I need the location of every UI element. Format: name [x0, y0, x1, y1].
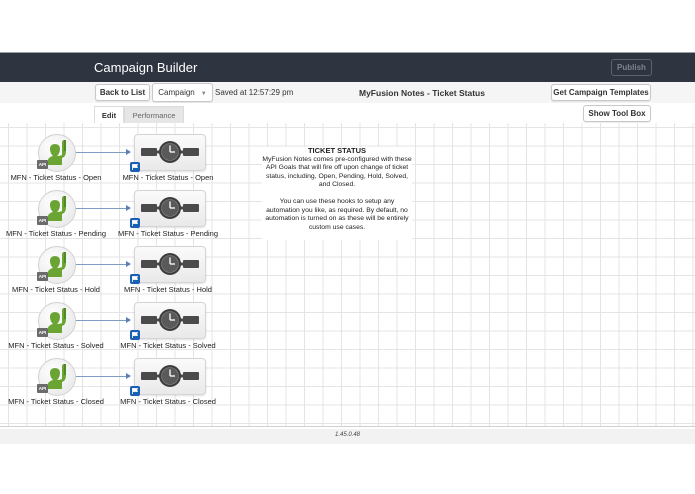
app-title: Campaign Builder — [94, 60, 198, 75]
api-badge: API — [37, 272, 48, 281]
note-paragraph-2: You can use these hooks to setup any aut… — [265, 197, 409, 231]
connector-arrow — [76, 373, 131, 379]
sequence-node[interactable] — [130, 358, 206, 396]
flag-icon — [130, 162, 140, 172]
goal-label: MFN - Ticket Status - Pending — [5, 229, 107, 238]
api-badge: API — [37, 160, 48, 169]
version-number: 1.45.0.48 — [334, 432, 361, 438]
sequence-label: MFN - Ticket Status - Hold — [124, 285, 212, 294]
sequence-node[interactable] — [130, 134, 206, 172]
connector-arrow — [76, 317, 131, 323]
person-raised-hand-icon — [47, 364, 66, 389]
person-raised-hand-icon — [47, 140, 66, 165]
timer-sequence-icon — [141, 309, 199, 331]
show-tool-box-button[interactable]: Show Tool Box — [583, 105, 651, 122]
api-badge: API — [37, 216, 48, 225]
api-goal-node[interactable]: API — [37, 134, 76, 172]
campaign-dropdown[interactable]: Campaign ▼ — [152, 83, 213, 102]
connector-arrow — [76, 261, 131, 267]
flag-icon — [130, 386, 140, 396]
goal-label: MFN - Ticket Status - Closed — [8, 397, 104, 406]
tab-bar: Edit Performance Show Tool Box — [0, 103, 695, 124]
api-badge: API — [37, 328, 48, 337]
canvas-note[interactable]: TICKET STATUS MyFusion Notes comes pre-c… — [262, 146, 412, 241]
connector-arrow — [76, 205, 131, 211]
timer-sequence-icon — [141, 253, 199, 275]
campaign-title: MyFusion Notes - Ticket Status — [359, 88, 485, 98]
api-goal-node[interactable]: API — [37, 358, 76, 396]
sequence-node[interactable] — [130, 190, 206, 228]
note-title: TICKET STATUS — [307, 146, 367, 155]
sequence-node[interactable] — [130, 302, 206, 340]
note-paragraph-1: MyFusion Notes comes pre-configured with… — [262, 155, 412, 189]
tab-edit[interactable]: Edit — [94, 106, 124, 124]
chevron-down-icon: ▼ — [200, 91, 207, 97]
goal-label: MFN - Ticket Status - Hold — [12, 285, 100, 294]
timer-sequence-icon — [141, 365, 199, 387]
sequence-label: MFN - Ticket Status - Pending — [117, 229, 219, 238]
sequence-node[interactable] — [130, 246, 206, 284]
tab-performance[interactable]: Performance — [124, 106, 184, 124]
person-raised-hand-icon — [47, 196, 66, 221]
app-header: Campaign Builder Publish — [0, 52, 695, 82]
toolbar: Back to List Campaign ▼ Saved at 12:57:29… — [0, 82, 695, 104]
saved-status: Saved at 12:57:29 pm — [215, 88, 294, 97]
flag-icon — [130, 218, 140, 228]
person-raised-hand-icon — [47, 252, 66, 277]
api-goal-node[interactable]: API — [37, 302, 76, 340]
publish-button[interactable]: Publish — [611, 59, 652, 76]
get-campaign-templates-button[interactable]: Get Campaign Templates — [551, 84, 651, 101]
sequence-label: MFN - Ticket Status - Open — [122, 173, 214, 182]
sequence-label: MFN - Ticket Status - Solved — [120, 341, 216, 350]
connector-arrow — [76, 149, 131, 155]
api-goal-node[interactable]: API — [37, 246, 76, 284]
flag-icon — [130, 330, 140, 340]
goal-label: MFN - Ticket Status - Solved — [8, 341, 104, 350]
sequence-label: MFN - Ticket Status - Closed — [120, 397, 216, 406]
back-to-list-button[interactable]: Back to List — [95, 84, 150, 101]
api-goal-node[interactable]: API — [37, 190, 76, 228]
person-raised-hand-icon — [47, 308, 66, 333]
api-badge: API — [37, 384, 48, 393]
goal-label: MFN - Ticket Status - Open — [10, 173, 102, 182]
footer: 1.45.0.48 — [0, 429, 695, 444]
flag-icon — [130, 274, 140, 284]
timer-sequence-icon — [141, 141, 199, 163]
timer-sequence-icon — [141, 197, 199, 219]
campaign-dropdown-label: Campaign — [158, 88, 195, 97]
